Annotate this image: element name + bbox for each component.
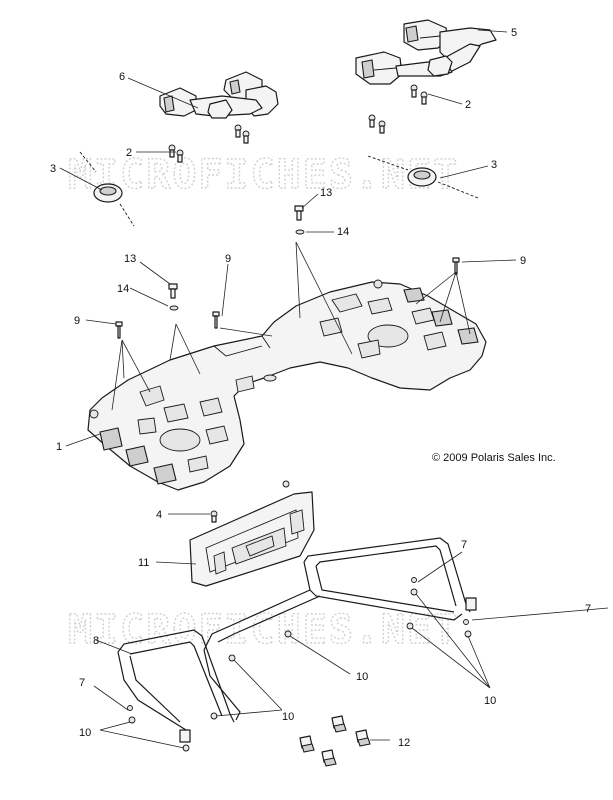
watermark-bottom: MICROFICHES.NET: [68, 607, 459, 653]
callout-9-middle: 9: [225, 253, 231, 265]
callout-6: 6: [119, 71, 125, 83]
callout-10-right: 10: [484, 695, 496, 707]
callout-4: 4: [156, 509, 162, 521]
callout-13-top: 13: [320, 187, 332, 199]
callout-1: 1: [56, 441, 62, 453]
handle-bracket-left: [159, 71, 279, 119]
callout-2-left: 2: [126, 147, 132, 159]
bolt-13-left: [168, 283, 179, 311]
chain-tiedown-left: [79, 151, 135, 227]
bolt-13-top: [294, 205, 305, 235]
leader-lines: [59, 29, 609, 749]
callout-12: 12: [398, 737, 410, 749]
callout-8: 8: [93, 635, 99, 647]
bolts-part-9: [115, 257, 460, 339]
handle-bracket-right: [355, 19, 497, 85]
callout-5: 5: [511, 27, 517, 39]
callout-13-left: 13: [124, 253, 136, 265]
callout-14-left: 14: [117, 283, 129, 295]
chain-tiedown-right: [367, 155, 479, 199]
callout-10-center: 10: [356, 671, 368, 683]
callout-3-right: 3: [491, 159, 497, 171]
copyright-notice: © 2009 Polaris Sales Inc.: [432, 452, 556, 464]
callout-10-left: 10: [79, 727, 91, 739]
watermark-top: MICROFICHES.NET: [68, 152, 459, 198]
bolts-part-2: [168, 84, 428, 163]
clips-part-12: [299, 715, 371, 767]
callout-3-left: 3: [50, 163, 56, 175]
callout-10-bottom: 10: [282, 711, 294, 723]
callout-7-right: 7: [585, 603, 591, 615]
callout-2-right: 2: [465, 99, 471, 111]
callout-9-left: 9: [74, 315, 80, 327]
callout-14-top: 14: [337, 226, 349, 238]
callout-11: 11: [138, 557, 149, 569]
callout-7-left: 7: [79, 677, 85, 689]
rack-front-panel: [189, 480, 315, 587]
rack-base-panel: [87, 279, 487, 491]
rack-tube-frame: [117, 537, 477, 752]
callout-7-top: 7: [461, 539, 467, 551]
callout-labels: 5 6 2 2 3 3 13 14 13 9 9 14 9 1 4 11 7 7…: [50, 27, 591, 749]
callout-9-right: 9: [520, 255, 526, 267]
